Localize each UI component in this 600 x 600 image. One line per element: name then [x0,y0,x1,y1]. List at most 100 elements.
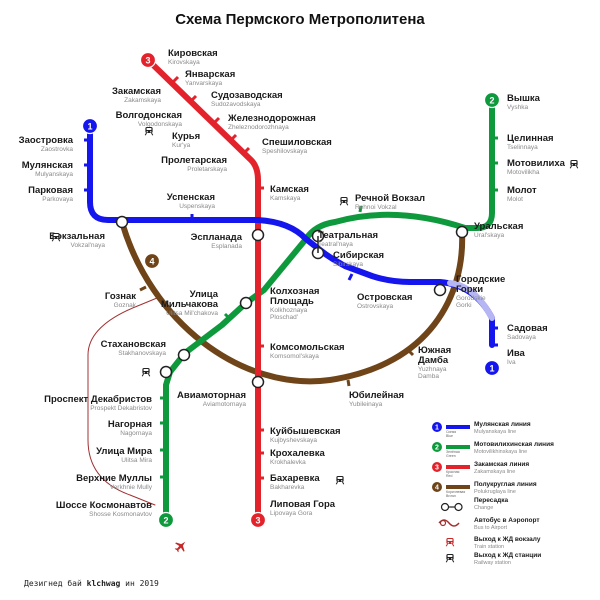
line-1-badge[interactable]: 1 [483,359,501,377]
station-name: Стахановская [101,339,166,350]
transfers [115,215,469,389]
transfer-circle[interactable] [251,375,265,389]
station-name: Январская [185,69,235,80]
station-name-en: Kolkhoznaya [270,307,308,314]
station-name-en: Krokhalevka [270,459,306,466]
legend-swatch [446,465,470,469]
station-name: Куйбышевская [270,426,341,437]
line-3-badge[interactable]: 3 [249,511,267,529]
line-2-badge[interactable]: 2 [157,511,175,529]
station-name: Площадь [270,296,314,307]
station-name-en: Teatral'naya [318,241,353,248]
svg-text:Polukruglaya line: Polukruglaya line [474,489,516,495]
transfer-circle[interactable] [239,296,253,310]
svg-text:1: 1 [87,121,92,131]
station-ticks [84,75,498,480]
footer-credit: Дезигнед бай klchwag ин 2019 [24,578,159,588]
transfer-circle[interactable] [115,215,129,229]
station-name: Мулянская [22,160,73,171]
station-name: Авиамоторная [177,390,246,401]
station-name-en: Sibirskaya [333,261,363,268]
station-name-en: Verkhnie Mully [110,484,153,491]
line-4-badge[interactable]: 4 [143,252,161,270]
station-tick [346,379,351,387]
svg-text:Railway station: Railway station [474,560,511,566]
legend-swatch [446,425,470,429]
station-name: Спешиловская [262,137,332,148]
station-name-en: Zheleznodorozhnaya [228,124,289,131]
line-2-badge[interactable]: 2 [483,91,501,109]
station-name: Курья [172,131,200,142]
station-name-en: Gorki [456,302,472,309]
station-name-en: Vokzal'naya [71,242,106,249]
station-name: Гознак [105,291,136,302]
line-1-badge[interactable]: 1 [81,117,99,135]
transfer-circle[interactable] [433,283,447,297]
svg-text:Закамская линия: Закамская линия [474,461,529,468]
map-title: Схема Пермского Метрополитена [175,11,425,28]
transfer-circle[interactable] [177,348,191,362]
svg-text:Мотовилихинская линия: Мотовилихинская линия [474,441,554,448]
svg-text:Синяя: Синяя [446,430,456,434]
line-3-badge[interactable]: 3 [139,51,157,69]
station-name: Островская [357,292,412,303]
svg-text:Green: Green [446,454,456,458]
transfer-circle[interactable] [251,228,265,242]
station-name: Мильчакова [161,299,219,310]
svg-text:Blue: Blue [446,434,453,438]
line-badge [432,462,442,472]
transfer-circle[interactable] [455,225,469,239]
station-name: Южная [418,345,451,356]
transfer-circle[interactable] [159,365,173,379]
station-name-en: Zakamskaya [124,97,161,104]
